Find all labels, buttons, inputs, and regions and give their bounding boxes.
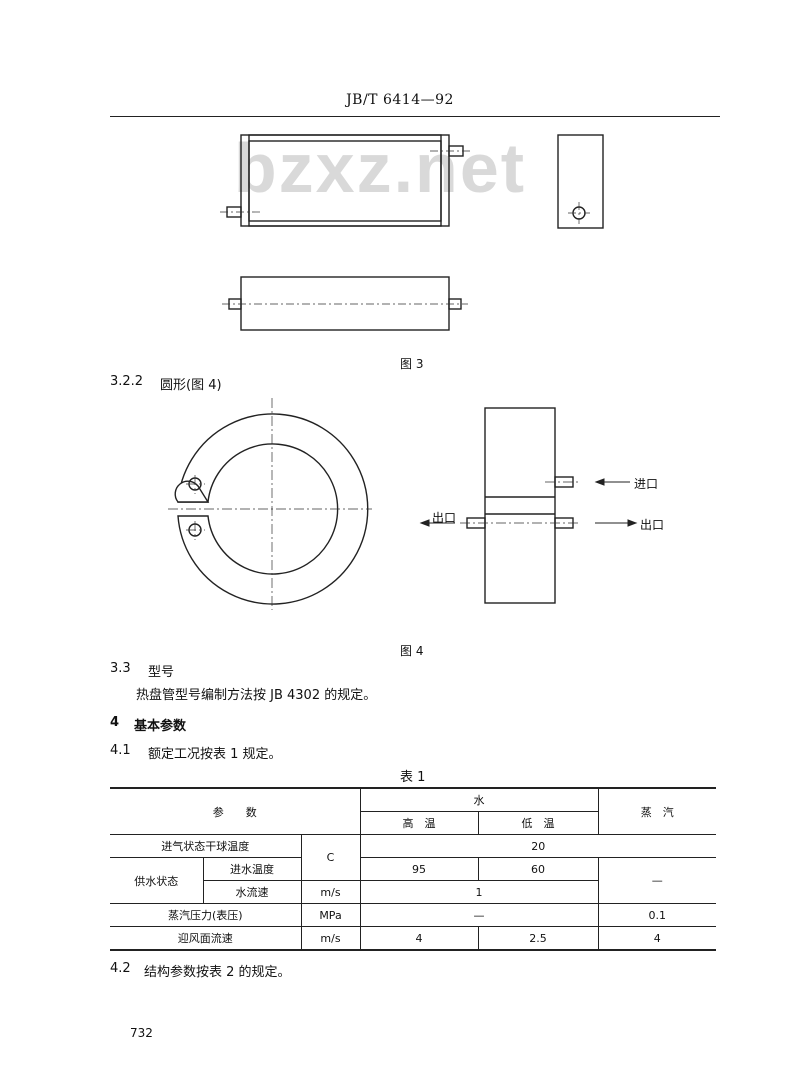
section-4-2-number: 4.2 xyxy=(110,961,131,976)
row-steam-pressure-unit: MPa xyxy=(300,903,361,927)
section-4-number: 4 xyxy=(110,715,120,730)
row-face-velocity-steam: 4 xyxy=(597,926,716,951)
section-3-2-2-title: 圆形(图 4) xyxy=(160,378,222,393)
section-3-3-title: 型号 xyxy=(148,665,175,680)
row-flow-value: 1 xyxy=(359,880,598,904)
section-4-title: 基本参数 xyxy=(134,719,187,734)
th-low-temp: 低 温 xyxy=(477,811,598,835)
page-number: 732 xyxy=(130,1026,153,1040)
row-flow-label: 水流速 xyxy=(203,880,302,904)
row-steam-pressure-water: — xyxy=(359,903,599,927)
fig3-side-view xyxy=(557,134,604,229)
section-4-2-body: 结构参数按表 2 的规定。 xyxy=(144,965,291,980)
section-3-2-2-number: 3.2.2 xyxy=(110,374,144,389)
row-face-velocity-low: 2.5 xyxy=(477,926,599,951)
table-1-caption: 表 1 xyxy=(400,770,426,785)
figure-4-caption: 图 4 xyxy=(400,644,424,658)
fig4-ring xyxy=(177,413,369,605)
th-water: 水 xyxy=(359,787,599,812)
row-face-velocity-label: 迎风面流速 xyxy=(110,926,302,951)
table-1: 参 数 水 蒸 汽 高 温 低 温 进气状态干球温度 C 20 供水状态 进水温… xyxy=(110,787,716,951)
th-high-temp: 高 温 xyxy=(360,811,479,835)
row-air-temp-value: 20 xyxy=(359,834,716,858)
figure-4-drawing xyxy=(168,398,638,610)
fig4-outlet-left-label: 出口 xyxy=(432,511,457,525)
page-header: JB/T 6414—92 xyxy=(346,92,454,108)
th-steam: 蒸 汽 xyxy=(597,787,716,835)
row-flow-unit: m/s xyxy=(300,880,361,904)
row-air-temp-label: 进气状态干球温度 xyxy=(110,834,302,858)
row-steam-pressure-steam: 0.1 xyxy=(597,903,716,927)
fig4-outlet-right-label: 出口 xyxy=(640,518,665,532)
th-params: 参 数 xyxy=(110,787,361,835)
figure-3-caption: 图 3 xyxy=(400,357,424,371)
row-face-velocity-high: 4 xyxy=(359,926,479,951)
section-3-3-number: 3.3 xyxy=(110,661,131,676)
unit-temperature: C xyxy=(300,834,361,881)
row-face-velocity-unit: m/s xyxy=(300,926,361,951)
section-4-1-number: 4.1 xyxy=(110,743,131,758)
figure-3-drawing xyxy=(220,134,604,331)
row-supply-label: 供水状态 xyxy=(110,857,204,904)
section-3-3-body: 热盘管型号编制方法按 JB 4302 的规定。 xyxy=(136,688,377,703)
fig4-side-view xyxy=(484,407,556,604)
row-inlet-temp-low: 60 xyxy=(477,857,599,881)
watermark: bzxz.net xyxy=(233,129,527,207)
row-steam-pressure-label: 蒸汽压力(表压) xyxy=(110,903,302,927)
row-inlet-temp-label: 进水温度 xyxy=(202,857,302,881)
fig4-inlet-label: 进口 xyxy=(634,477,659,491)
row-supply-steam: — xyxy=(597,857,716,904)
row-inlet-temp-high: 95 xyxy=(359,857,479,881)
section-4-1-body: 额定工况按表 1 规定。 xyxy=(148,747,282,762)
header-rule xyxy=(110,116,720,117)
